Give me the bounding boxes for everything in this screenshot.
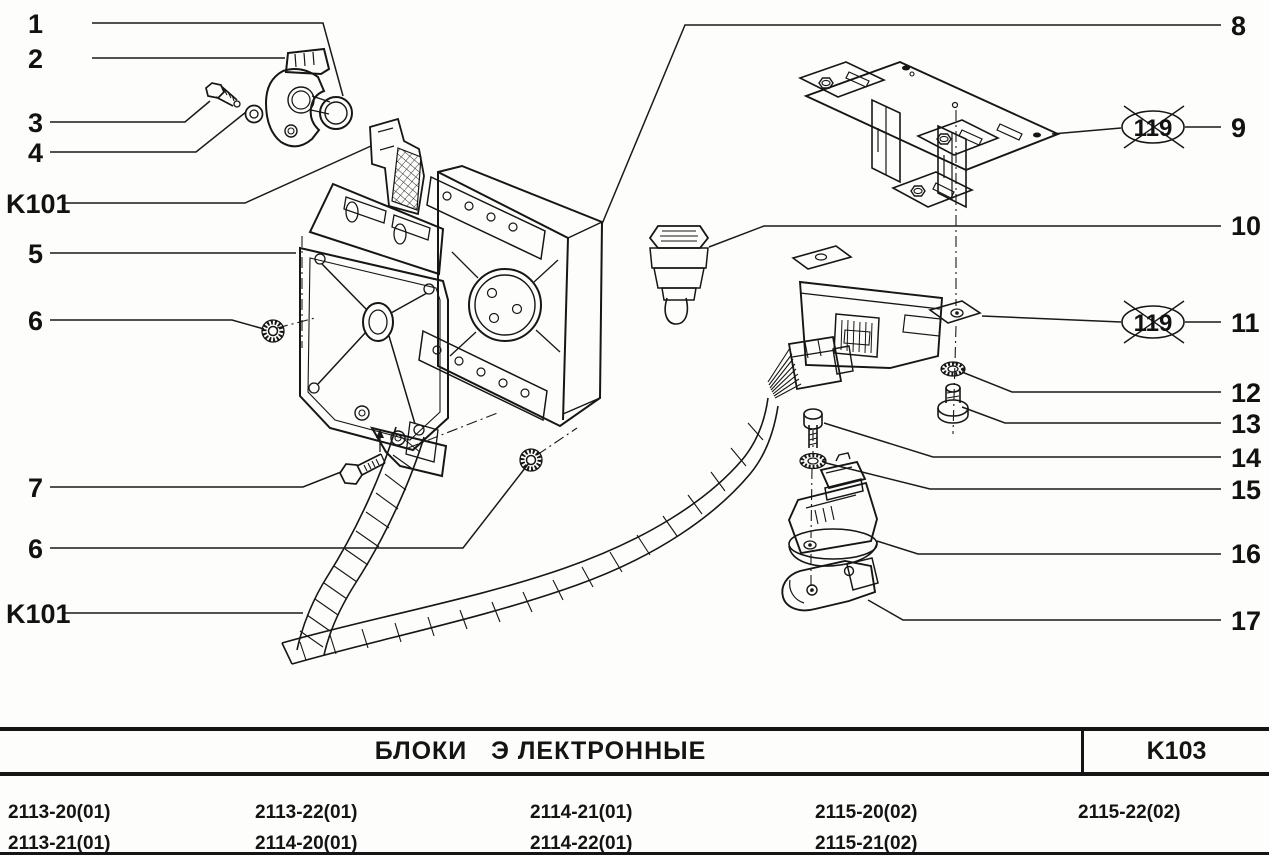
part-bolt-14 bbox=[803, 408, 823, 448]
part-nut-6a bbox=[261, 319, 285, 343]
callout-16: 16 bbox=[1231, 539, 1261, 569]
model-code: 2113-22(01) bbox=[255, 802, 358, 823]
model-code: 2113-21(01) bbox=[8, 833, 111, 854]
model-column-4: 2115-20(02) 2115-21(02) bbox=[815, 797, 917, 855]
part-bolt-7 bbox=[339, 453, 386, 485]
superseded-number: 119 bbox=[1134, 310, 1173, 337]
page-bottom-rule bbox=[0, 852, 1269, 855]
part-harness-plug bbox=[787, 335, 854, 391]
table-border-bottom bbox=[0, 772, 1269, 776]
superseded-ref-11: 119 bbox=[1121, 300, 1185, 344]
sheet-code: K103 bbox=[1146, 737, 1207, 765]
callout-4: 4 bbox=[28, 138, 43, 168]
model-code: 2115-20(02) bbox=[815, 802, 918, 823]
part-bracket-17 bbox=[781, 557, 879, 612]
model-column-2: 2113-22(01) 2114-20(01) bbox=[255, 797, 357, 855]
model-column-3: 2114-21(01) 2114-22(01) bbox=[530, 797, 632, 855]
callout-k101-a: K101 bbox=[6, 189, 71, 219]
callout-k101-b: K101 bbox=[6, 599, 71, 629]
table-divider bbox=[1081, 727, 1084, 776]
callout-9: 9 bbox=[1231, 113, 1246, 143]
callout-15: 15 bbox=[1231, 475, 1261, 505]
callout-11: 11 bbox=[1231, 308, 1260, 338]
part-mounting-bracket-5 bbox=[299, 182, 449, 478]
model-code: 2114-21(01) bbox=[530, 802, 633, 823]
part-washer-4 bbox=[244, 104, 264, 124]
part-nut-6b bbox=[519, 448, 543, 472]
model-code: 2113-20(01) bbox=[8, 802, 111, 823]
part-position-sensor bbox=[264, 47, 353, 148]
superseded-ref-9: 119 bbox=[1121, 105, 1185, 149]
exploded-parts-diagram: 1 2 3 4 K101 5 6 7 6 K101 8 9 10 11 12 1… bbox=[6, 9, 1261, 665]
part-ecu-harness-connector bbox=[369, 117, 425, 216]
callout-14: 14 bbox=[1231, 443, 1261, 473]
callouts-left: 1 2 3 4 K101 5 6 7 6 K101 bbox=[6, 9, 71, 629]
callout-10: 10 bbox=[1231, 211, 1261, 241]
callout-13: 13 bbox=[1231, 409, 1261, 439]
model-code: 2114-20(01) bbox=[255, 833, 358, 854]
model-code: 2115-22(02) bbox=[1078, 802, 1181, 823]
callout-5: 5 bbox=[28, 239, 43, 269]
callout-3: 3 bbox=[28, 108, 43, 138]
part-washer-12 bbox=[940, 361, 966, 377]
part-module-11 bbox=[791, 245, 982, 369]
table-border-top bbox=[0, 727, 1269, 731]
model-column-1: 2113-20(01) 2113-21(01) bbox=[8, 797, 110, 855]
callout-2: 2 bbox=[28, 44, 43, 74]
model-code: 2114-22(01) bbox=[530, 833, 633, 854]
callout-6b: 6 bbox=[28, 534, 43, 564]
part-harness-conduit bbox=[281, 347, 802, 665]
callout-8: 8 bbox=[1231, 11, 1246, 41]
leader-lines bbox=[50, 22, 1221, 621]
callout-6a: 6 bbox=[28, 306, 43, 336]
superseded-number: 119 bbox=[1134, 115, 1173, 142]
callouts-right: 8 9 10 11 12 13 14 15 16 17 bbox=[1231, 11, 1261, 636]
part-diagnostic-plug-10 bbox=[648, 225, 710, 325]
part-bolt-3 bbox=[205, 82, 241, 108]
part-washer-15 bbox=[799, 452, 827, 470]
section-title: БЛОКИ Э ЛЕКТРОННЫЕ bbox=[374, 737, 707, 765]
model-column-5: 2115-22(02) bbox=[1078, 797, 1180, 828]
part-bracket-9 bbox=[797, 60, 1061, 209]
callout-1: 1 bbox=[28, 9, 43, 39]
part-sensor-16 bbox=[787, 452, 878, 567]
assembly-axes bbox=[276, 110, 957, 592]
callout-12: 12 bbox=[1231, 378, 1261, 408]
part-bolt-13 bbox=[937, 383, 969, 424]
callout-17: 17 bbox=[1231, 606, 1261, 636]
part-ecu-8 bbox=[418, 164, 604, 428]
model-code: 2115-21(02) bbox=[815, 833, 918, 854]
callout-7: 7 bbox=[28, 473, 43, 503]
